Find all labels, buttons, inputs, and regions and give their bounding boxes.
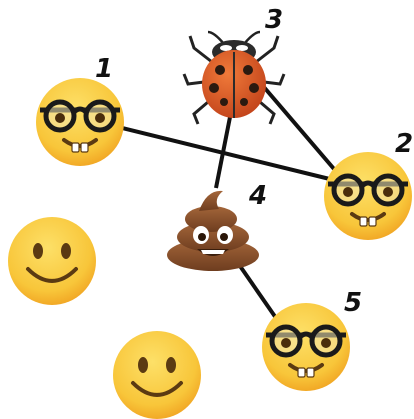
node-label-4: 4 [248, 181, 267, 211]
node-s1 [6, 215, 98, 307]
poop-icon [167, 190, 259, 271]
node-n3: 3 [182, 5, 286, 126]
nodes: 1 2 3 4 5 [6, 5, 413, 419]
node-label-1: 1 [95, 54, 113, 84]
edge-n1-n2 [109, 123, 347, 185]
node-n4: 4 [167, 181, 267, 271]
node-label-5: 5 [344, 288, 362, 318]
edge-n3-n4 [214, 111, 233, 189]
edge-n3-n2 [261, 84, 348, 185]
node-n5: 5 [262, 288, 362, 391]
edges [109, 84, 348, 320]
node-s2 [111, 329, 203, 419]
node-n1: 1 [36, 54, 124, 166]
nerd-face-icon [262, 303, 350, 391]
smiley-face-icon [6, 215, 98, 307]
edge-n4-n5 [238, 264, 278, 320]
smiley-face-icon [111, 329, 203, 419]
node-label-2: 2 [395, 129, 413, 159]
nerd-face-icon [36, 78, 124, 166]
nerd-face-icon [324, 152, 412, 240]
node-label-3: 3 [265, 5, 283, 35]
ladybug-icon [182, 30, 286, 126]
node-n2: 2 [324, 129, 413, 240]
